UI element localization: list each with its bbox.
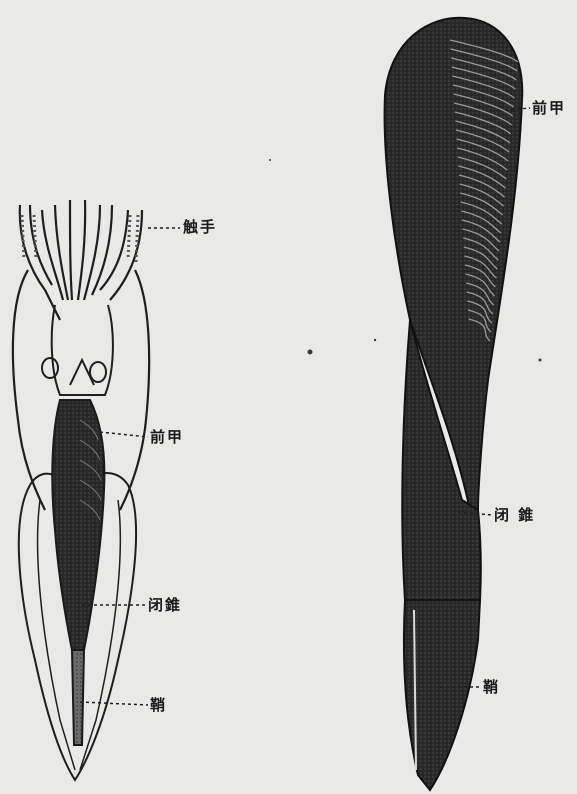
head — [42, 305, 113, 395]
right-specimen — [385, 18, 530, 790]
label-left-sheath: 鞘 — [150, 694, 167, 715]
label-left-closing-cone: 闭錐 — [148, 594, 182, 615]
label-right-front-shell: 前甲 — [532, 97, 566, 118]
label-tentacles: 触手 — [183, 216, 217, 237]
left-sheath — [72, 650, 84, 745]
left-front-shell — [52, 400, 104, 650]
label-right-sheath: 鞘 — [483, 676, 500, 697]
label-right-closing-cone: 闭 錐 — [494, 504, 535, 525]
left-specimen — [13, 200, 180, 780]
label-left-front-shell: 前甲 — [150, 426, 184, 447]
